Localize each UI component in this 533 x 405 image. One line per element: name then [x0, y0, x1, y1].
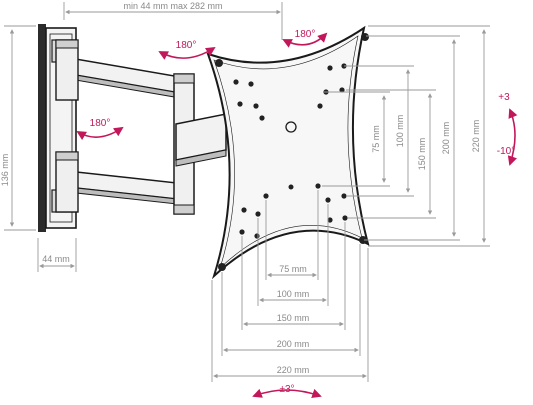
arm-middle-rotation-label: 180°: [90, 118, 111, 129]
v200-label: 200 mm: [441, 122, 451, 155]
wall-plate-height-label: 136 mm: [0, 154, 10, 187]
h200-label: 200 mm: [277, 339, 310, 349]
h150-label: 150 mm: [277, 313, 310, 323]
arm-extension-label: min 44 mm max 282 mm: [123, 1, 222, 11]
arm-top-rotation-label: 180°: [176, 40, 197, 51]
dimension-lines: [4, 2, 490, 382]
level-adjust-label: ±3°: [279, 384, 294, 395]
plate-swivel-rotation-label: 180°: [295, 29, 316, 40]
tilt-down-label: -10°: [497, 146, 515, 157]
h100-label: 100 mm: [277, 289, 310, 299]
vesa-holes: [233, 63, 348, 239]
swing-arm-lower: [55, 151, 187, 213]
h220-label: 220 mm: [277, 365, 310, 375]
v100-label: 100 mm: [395, 115, 405, 148]
tilt-up-label: +3: [498, 92, 510, 103]
h75-label: 75 mm: [279, 264, 307, 274]
v150-label: 150 mm: [417, 138, 427, 171]
v220-label: 220 mm: [471, 120, 481, 153]
wall-plate-width-label: 44 mm: [42, 254, 70, 264]
arm-elbow-joint: [173, 73, 227, 215]
v75-label: 75 mm: [371, 125, 381, 153]
swing-arm-upper: [55, 39, 187, 101]
rotation-arrows: [76, 32, 518, 398]
